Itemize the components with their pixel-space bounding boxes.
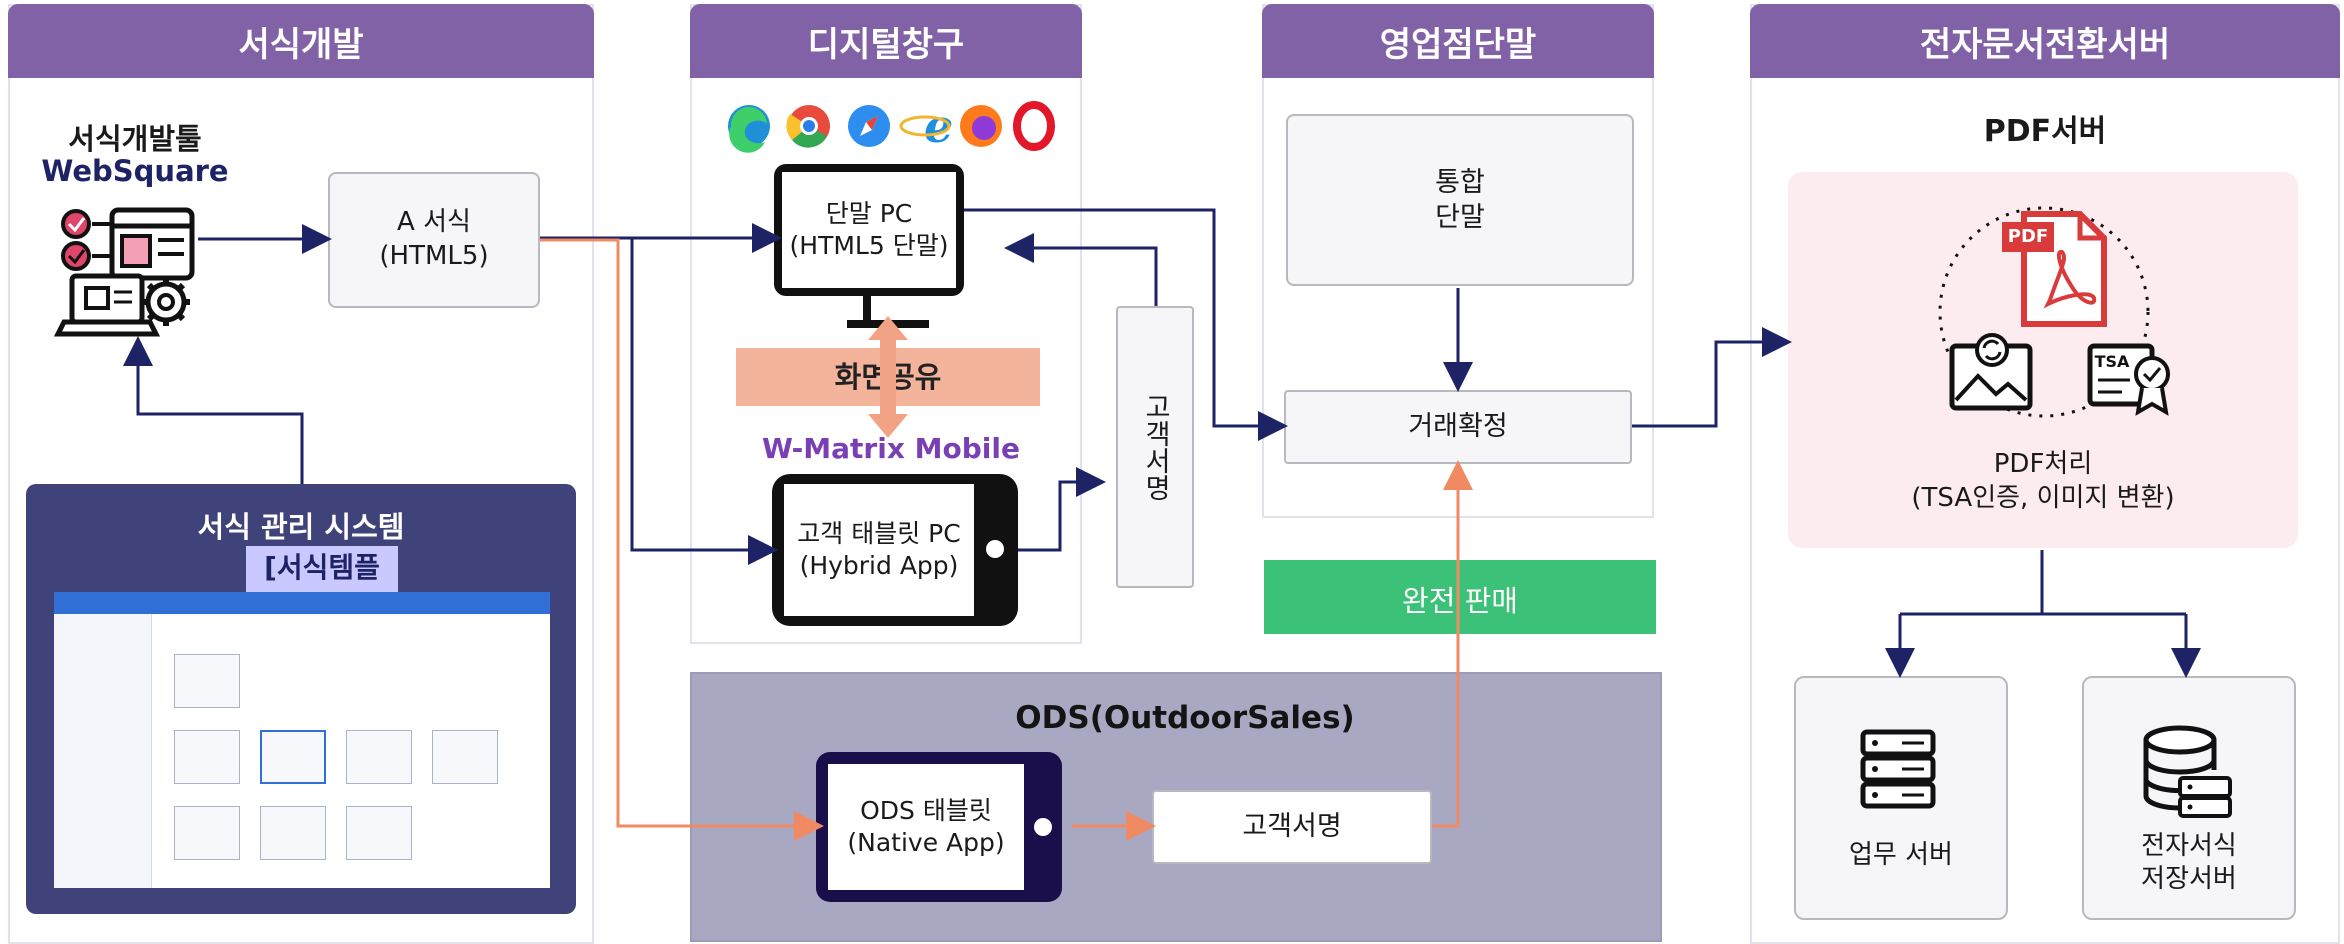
tablet-home-button: [986, 540, 1004, 558]
form-mgmt-title: 서식 관리 시스템: [197, 510, 405, 544]
biz-server-box[interactable]: [1794, 676, 2008, 920]
panel-branch-title: 영업점단말: [1262, 4, 1654, 78]
panel-edoc-title: 전자문서전환서버: [1750, 4, 2340, 78]
ods-title: ODS(OutdoorSales): [1015, 700, 1355, 736]
ods-tablet[interactable]: ODS 태블릿 (Native App): [816, 752, 1062, 902]
pdf-process-label: PDF처리 (TSA인증, 이미지 변환): [1911, 449, 2175, 513]
tool-title: 서식개발툴: [68, 122, 202, 156]
storage-server-label: 전자서식 저장서버: [2141, 831, 2237, 894]
signature-vertical-label: 고객서명: [1139, 393, 1171, 501]
screenshot-thumb: [346, 806, 412, 860]
form-template-screenshot: [54, 592, 550, 888]
monitor-base: [847, 320, 929, 328]
screen-share-label: 화면공유: [834, 360, 942, 394]
ods-tablet-home-button: [1034, 818, 1052, 836]
screenshot-sidebar: [54, 614, 152, 888]
customer-tablet-label: 고객 태블릿 PC (Hybrid App): [784, 484, 974, 616]
screenshot-thumb: [260, 730, 326, 784]
screenshot-thumb: [260, 806, 326, 860]
ods-signature-box[interactable]: 고객서명: [1152, 790, 1432, 864]
tsa-badge: TSA: [2094, 352, 2130, 371]
tool-name: WebSquare: [41, 154, 229, 188]
form-a-box[interactable]: A 서식 (HTML5): [328, 172, 540, 308]
biz-server-label: 업무 서버: [1849, 840, 1953, 870]
integrated-terminal-box[interactable]: 통합 단말: [1286, 114, 1634, 286]
screenshot-thumb: [174, 806, 240, 860]
screenshot-thumb: [432, 730, 498, 784]
screenshot-thumb: [174, 654, 240, 708]
transaction-confirm-box[interactable]: 거래확정: [1284, 390, 1632, 464]
signature-vertical-box[interactable]: 고객서명: [1116, 306, 1194, 588]
screenshot-thumb: [174, 730, 240, 784]
panel-form-dev-title: 서식개발: [8, 4, 594, 78]
screenshot-topbar: [54, 592, 550, 614]
customer-tablet[interactable]: 고객 태블릿 PC (Hybrid App): [772, 474, 1018, 626]
complete-sale-banner: [1264, 560, 1656, 634]
terminal-pc-label: 단말 PC (HTML5 단말): [782, 172, 956, 288]
monitor-stand: [863, 296, 871, 320]
complete-sale-label: 완전 판매: [1402, 584, 1518, 618]
panel-digital-title: 디지털창구: [690, 4, 1082, 78]
ods-tablet-label: ODS 태블릿 (Native App): [828, 764, 1024, 890]
pdf-server-title: PDF서버: [1983, 114, 2107, 149]
wmatrix-label: W-Matrix Mobile: [762, 432, 1020, 465]
pdf-badge: PDF: [2007, 226, 2049, 247]
screenshot-thumb: [346, 730, 412, 784]
terminal-pc-monitor[interactable]: 단말 PC (HTML5 단말): [774, 164, 964, 296]
